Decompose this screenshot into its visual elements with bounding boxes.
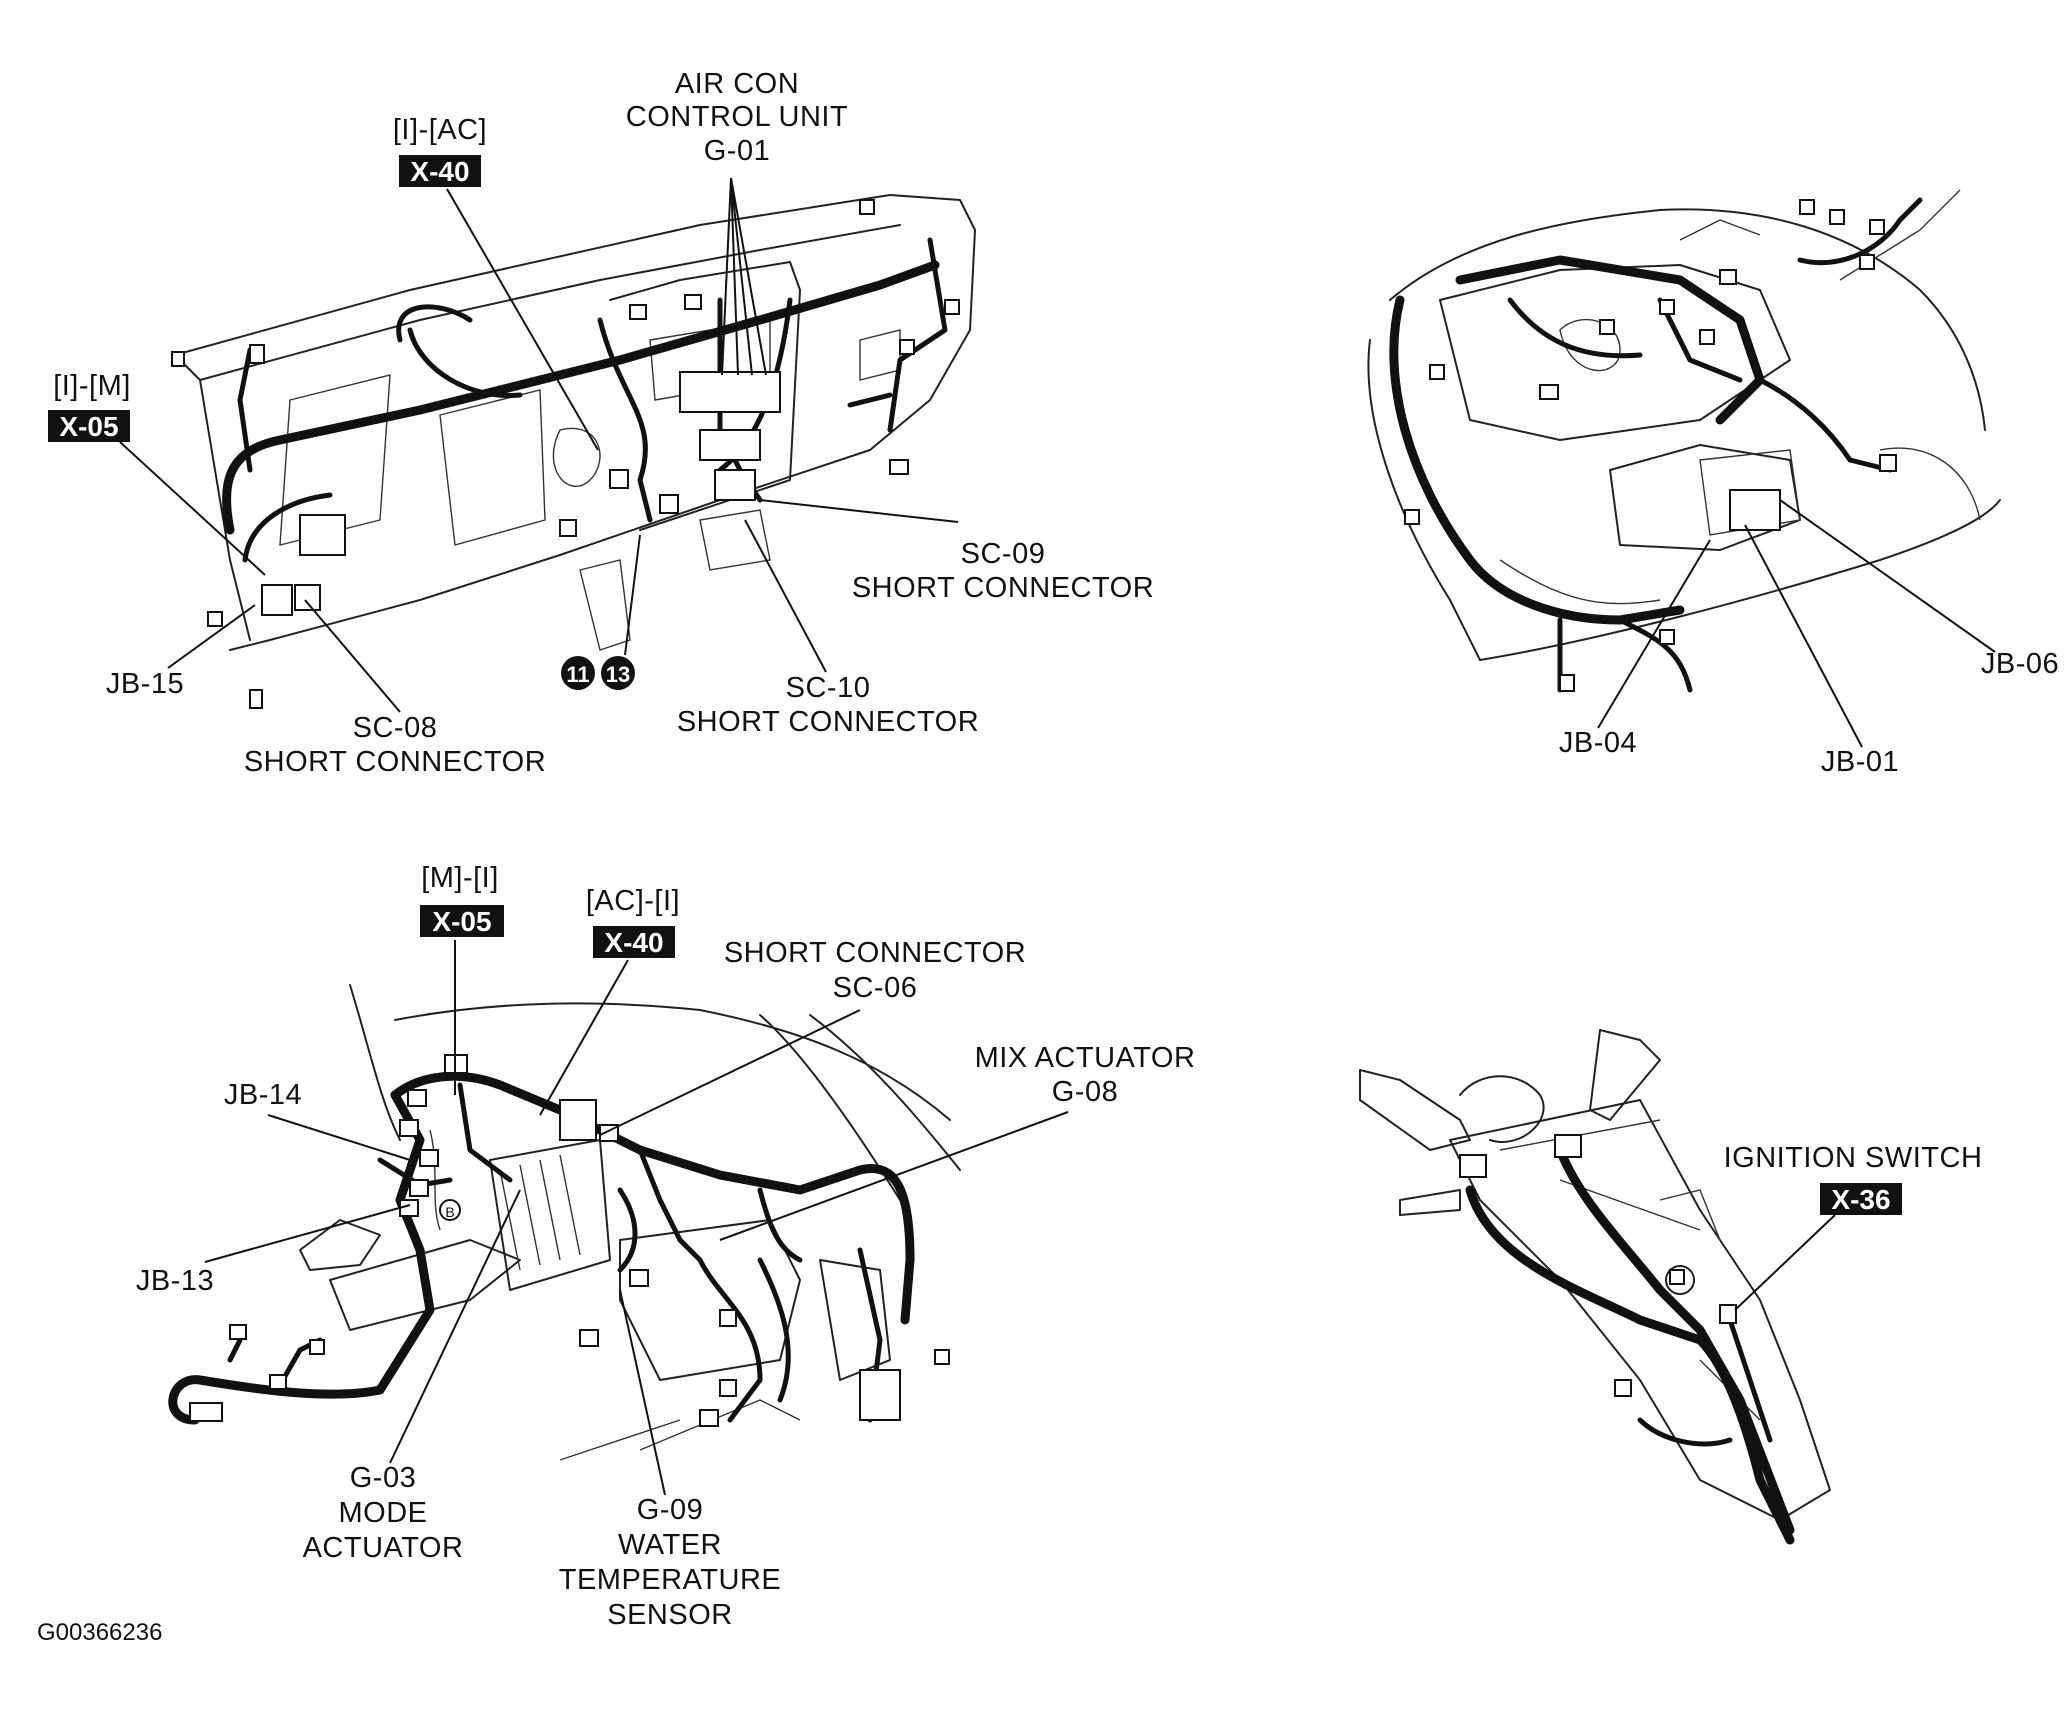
jb14-label: JB-14	[224, 1079, 302, 1111]
m-i-code-box	[420, 905, 504, 937]
g03-line2: ACTUATOR	[303, 1532, 464, 1564]
engine-bay-panel: JB-06 JB-04 JB-01	[1367, 189, 2059, 778]
badge-13	[601, 656, 635, 690]
dashboard-panel: AIR CON CONTROL UNIT G-01 [I]-[AC] X-40 …	[48, 68, 1154, 778]
jb15-label: JB-15	[106, 668, 184, 700]
air-con-label-line2: CONTROL UNIT	[626, 101, 848, 133]
sc09-text: SHORT CONNECTOR	[852, 572, 1154, 604]
engine-connectors	[1404, 199, 1897, 692]
sc08-code: SC-08	[353, 712, 438, 744]
console-panel: B [M]-[I] X-05 [AC]-[I] X-40 SHORT CONNE…	[136, 862, 1196, 1631]
dashboard-connectors	[171, 199, 960, 709]
console-harness	[168, 1071, 915, 1425]
console-connectors: B	[189, 1054, 950, 1427]
jb01-label: JB-01	[1821, 746, 1899, 778]
column-connectors	[1459, 1134, 1737, 1397]
i-ac-label: [I]-[AC]	[393, 114, 487, 146]
engine-harness	[1389, 197, 1923, 693]
jb13-label: JB-13	[136, 1265, 214, 1297]
sc10-text: SHORT CONNECTOR	[677, 706, 979, 738]
ignition-switch-code: X-36	[1831, 1184, 1890, 1215]
g03-line1: MODE	[339, 1497, 428, 1529]
mix-actuator-text: MIX ACTUATOR	[975, 1042, 1196, 1074]
ignition-switch-text: IGNITION SWITCH	[1724, 1142, 1983, 1174]
i-m-code-box	[48, 410, 130, 442]
i-ac-code-box	[399, 155, 481, 187]
sc10-code: SC-10	[786, 672, 871, 704]
dashboard-outline	[174, 194, 976, 651]
ground-b-glyph: B	[445, 1204, 454, 1220]
g03-code: G-03	[350, 1462, 416, 1494]
column-outline	[1359, 1029, 1831, 1521]
ac-i-code: X-40	[604, 927, 663, 958]
dashboard-harness	[222, 237, 948, 563]
badge-13-text: 13	[606, 662, 630, 687]
figure-id: G00366236	[37, 1619, 162, 1646]
g09-code: G-09	[637, 1494, 703, 1526]
g09-line3: SENSOR	[607, 1599, 732, 1631]
steering-column-panel: IGNITION SWITCH X-36	[1359, 1029, 1983, 1545]
badge-11	[561, 656, 595, 690]
mix-actuator-code: G-08	[1052, 1076, 1118, 1108]
sc09-code: SC-09	[961, 538, 1046, 570]
badge-11-text: 11	[566, 662, 589, 687]
sc08-text: SHORT CONNECTOR	[244, 746, 546, 778]
i-m-label: [I]-[M]	[53, 370, 131, 402]
air-con-code: G-01	[704, 135, 770, 167]
m-i-code: X-05	[432, 906, 491, 937]
ac-i-code-box	[593, 926, 675, 958]
ignition-switch-code-box	[1820, 1183, 1902, 1215]
jb06-label: JB-06	[1981, 648, 2059, 680]
g09-line2: TEMPERATURE	[559, 1564, 781, 1596]
ac-i-label: [AC]-[I]	[586, 885, 680, 917]
jb04-label: JB-04	[1559, 727, 1637, 759]
column-harness	[1465, 1145, 1795, 1545]
i-m-code: X-05	[59, 411, 118, 442]
sc06-text: SHORT CONNECTOR	[724, 937, 1026, 969]
m-i-label: [M]-[I]	[421, 862, 499, 894]
g09-line1: WATER	[618, 1529, 722, 1561]
i-ac-code: X-40	[410, 156, 469, 187]
sc06-code: SC-06	[833, 972, 918, 1004]
air-con-label-line1: AIR CON	[675, 68, 799, 100]
